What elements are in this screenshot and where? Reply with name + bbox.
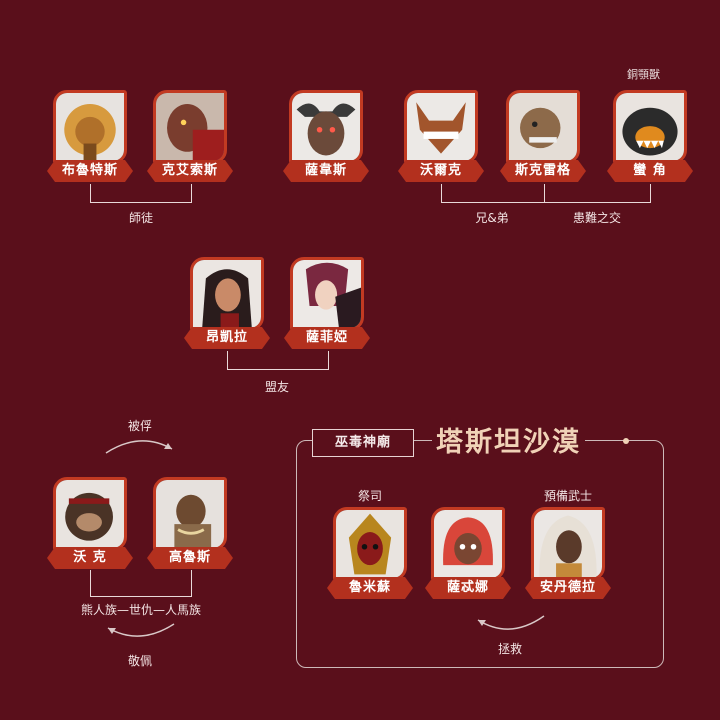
harpy-portrait (290, 257, 364, 331)
connector-brutus-kexsos (90, 184, 192, 203)
connector-walke-skreg (441, 184, 545, 203)
elf-woman-portrait (190, 257, 264, 331)
card-wok[interactable]: 沃 克 (53, 477, 127, 567)
role-reserve-warrior: 預備武士 (543, 489, 592, 503)
card-kexsos[interactable]: 克艾索斯 (153, 90, 227, 180)
nameplate: 布魯特斯 (47, 160, 133, 182)
connector-wok-gaulus (90, 570, 192, 597)
warrior-woman-portrait (531, 507, 605, 581)
beast-portrait (153, 90, 227, 164)
relation-master-apprentice: 師徒 (128, 211, 153, 225)
card-andeira[interactable]: 安丹德拉 (531, 507, 605, 597)
relation-sworn-friends: 患難之交 (572, 211, 621, 225)
nameplate: 沃爾克 (398, 160, 484, 182)
connector-angela-safiya (227, 351, 329, 370)
title-dot (623, 438, 629, 444)
nameplate: 蠻 角 (607, 160, 693, 182)
nameplate: 沃 克 (47, 547, 133, 569)
desert-title: 塔斯坦沙漠 (432, 420, 585, 459)
nameplate: 克艾索斯 (147, 160, 233, 182)
relation-brothers: 兄&弟 (475, 211, 509, 225)
role-priest: 祭司 (357, 489, 382, 503)
centaur-portrait (153, 477, 227, 551)
card-brutus[interactable]: 布魯特斯 (53, 90, 127, 180)
nameplate: 斯克雷格 (500, 160, 586, 182)
relation-respect: 敬佩 (127, 654, 152, 668)
temple-label: 巫毒神廟 (312, 429, 414, 457)
nameplate: 昂凱拉 (184, 327, 270, 349)
relation-allies: 盟友 (264, 380, 289, 394)
card-walke[interactable]: 沃爾克 (404, 90, 478, 180)
lion-portrait (53, 90, 127, 164)
girl-portrait (431, 507, 505, 581)
nameplate: 安丹德拉 (525, 577, 611, 599)
relation-captured: 被俘 (127, 419, 152, 433)
respect-arrow (107, 623, 175, 637)
captured-arrow (105, 440, 173, 454)
label-bronze-jaw-beast: 銅顎獸 (627, 68, 660, 81)
nameplate: 魯米蘇 (327, 577, 413, 599)
nameplate: 薩忒娜 (425, 577, 511, 599)
relation-rescue: 拯救 (497, 642, 522, 656)
rescue-arrow (477, 615, 545, 630)
card-maniac[interactable]: 蠻 角 (613, 90, 687, 180)
card-skreg[interactable]: 斯克雷格 (506, 90, 580, 180)
connector-skreg-maniac (543, 184, 651, 203)
bronze-beast-portrait (613, 90, 687, 164)
card-lumisu[interactable]: 魯米蘇 (333, 507, 407, 597)
wolf-portrait (404, 90, 478, 164)
nameplate: 薩菲婭 (284, 327, 370, 349)
nameplate: 薩韋斯 (283, 160, 369, 182)
relation-tribes-feud: 熊人族—世仇—人馬族 (80, 603, 201, 617)
masked-priest-portrait (333, 507, 407, 581)
card-saweis[interactable]: 薩韋斯 (289, 90, 363, 180)
bear-man-portrait (53, 477, 127, 551)
card-safiya[interactable]: 薩菲婭 (290, 257, 364, 347)
nameplate: 高魯斯 (147, 547, 233, 569)
card-gaulus[interactable]: 高魯斯 (153, 477, 227, 567)
card-angela[interactable]: 昂凱拉 (190, 257, 264, 347)
minotaur-portrait (289, 90, 363, 164)
card-saxina[interactable]: 薩忒娜 (431, 507, 505, 597)
hyena-portrait (506, 90, 580, 164)
